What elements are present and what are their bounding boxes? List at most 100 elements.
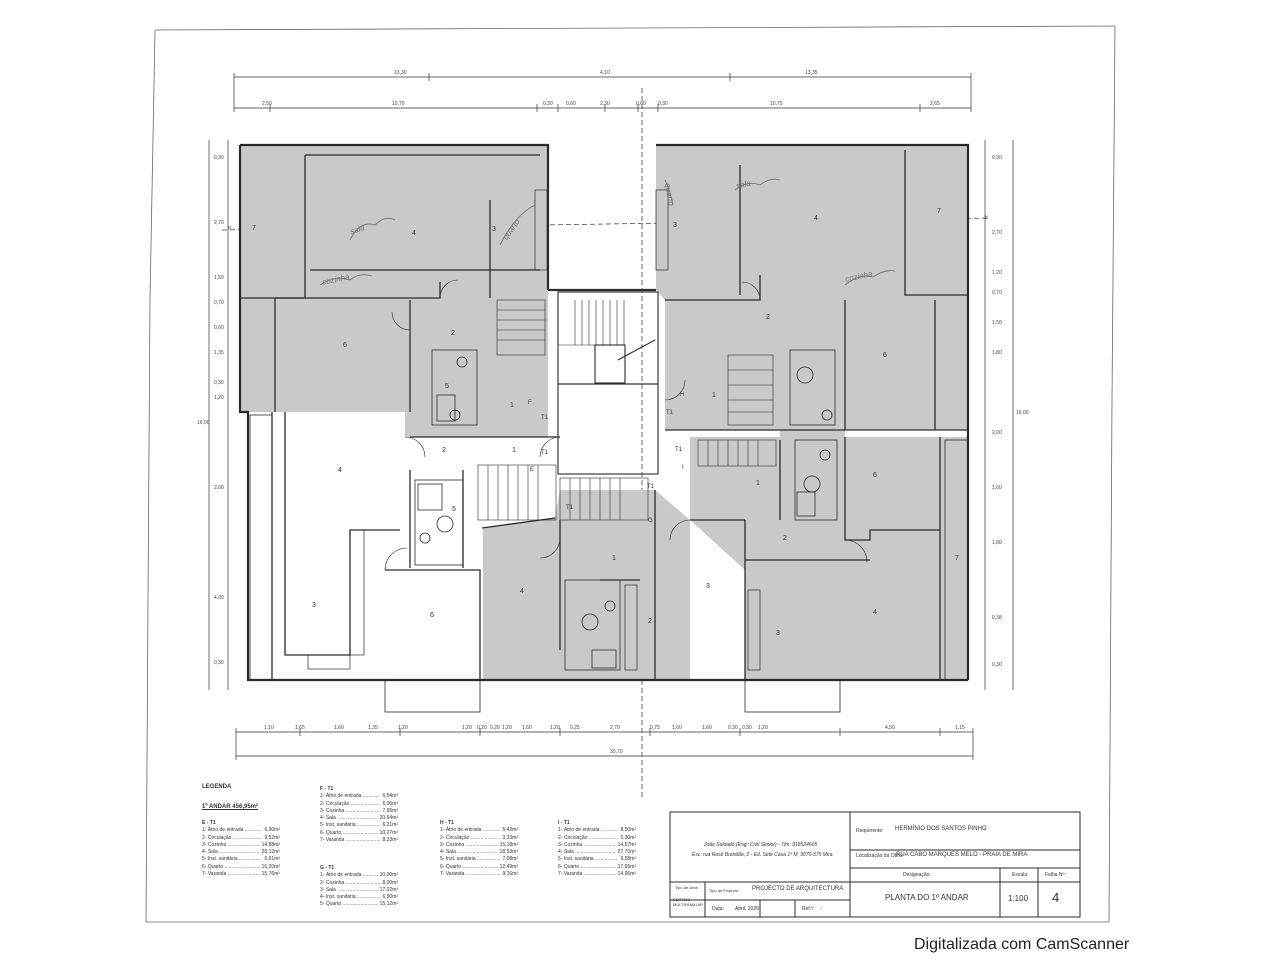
room-i-7: 7 xyxy=(955,555,959,562)
room-h-7: 7 xyxy=(937,208,941,215)
legend-block-title: G - T1 xyxy=(320,865,335,871)
dim-left-3: 0,70 xyxy=(214,300,224,306)
dim-right-3: 0,70 xyxy=(992,290,1002,296)
legend-item-name: 1- Átrio de entrada xyxy=(202,827,262,834)
legend-item-name: 2- Circulação xyxy=(202,835,262,842)
legend-row: 4- Sala18,53m² xyxy=(440,849,518,856)
dim-top-seg-2: 0,30 xyxy=(543,101,553,107)
legend-row: 2- Circulação6,06m² xyxy=(320,801,398,808)
legend-item-value: 5,42m² xyxy=(502,827,518,834)
legend-item-value: 7,08m² xyxy=(502,856,518,863)
legend-row: 6- Quarto10,27m² xyxy=(320,830,398,837)
scanner-watermark: Digitalizada com CamScanner xyxy=(914,936,1130,953)
room-f-5: 5 xyxy=(445,383,449,390)
apartment-shading xyxy=(240,145,968,680)
legend-block-h: H - T1 1- Átrio de entrada5,42m² 2- Circ… xyxy=(440,820,518,878)
cut-label-a: a xyxy=(228,225,231,231)
dim-bottom-seg-19: 4,50 xyxy=(885,725,895,731)
dim-bottom-seg-9: 1,60 xyxy=(522,725,532,731)
legend-item-name: 4- Inst. sanitária xyxy=(320,894,380,901)
legend-item-name: 5- Inst. sanitária xyxy=(440,856,500,863)
legend-item-name: 6- Quarto xyxy=(440,864,498,871)
date-label: Data: xyxy=(712,906,724,912)
scale-value: 1:100 xyxy=(1008,894,1029,903)
dim-top-total-0: 13,30 xyxy=(394,70,407,76)
legend-item-value: 6,61m² xyxy=(264,856,280,863)
dim-left-9: 4,00 xyxy=(214,595,224,601)
legend-title: LEGENDA xyxy=(202,784,232,790)
dim-left-7: 1,20 xyxy=(214,395,224,401)
unit-stairs xyxy=(477,299,777,521)
unit-marker-e: E xyxy=(530,467,535,473)
legend-row: 6- Quarto16,20m² xyxy=(202,864,280,871)
unit-marker-h: H xyxy=(680,392,685,398)
legend-row: 4- Inst. sanitária6,90m² xyxy=(320,894,398,901)
legend-item-name: 7- Varanda xyxy=(440,871,500,878)
client-label: Requerente: xyxy=(856,828,884,834)
dim-bottom-seg-2: 1,60 xyxy=(334,725,344,731)
room-i-1: 1 xyxy=(756,480,760,487)
room-f-3: 3 xyxy=(492,226,496,233)
legend-block-g: G - T1 1- Átrio de entrada10,00m² 2- Coz… xyxy=(320,865,398,909)
room-e-6: 6 xyxy=(430,612,434,619)
dim-bottom-seg-11: 0,25 xyxy=(570,725,580,731)
room-h-2: 2 xyxy=(766,314,770,321)
legend-item-name: 1- Átrio de entrada xyxy=(440,827,500,834)
legend-block-title: F - T1 xyxy=(320,786,334,792)
dim-bottom-seg-20: 1,15 xyxy=(955,725,965,731)
legend-item-value: 6,21m² xyxy=(382,822,398,829)
dim-left-6: 0,30 xyxy=(214,380,224,386)
location-value: RUA CABO MARQUES MELO - PRAIA DE MIRA xyxy=(896,852,1028,858)
legend-item-value: 6,54m² xyxy=(382,793,398,800)
legend-row: 1- Átrio de entrada6,54m² xyxy=(320,793,398,800)
legend-subtitle: 1º ANDAR 456,95m² xyxy=(202,804,258,810)
legend-row: 7- Varanda9,16m² xyxy=(440,871,518,878)
room-h-4: 4 xyxy=(814,215,818,222)
legend-block-i: I - T1 1- Átrio de entrada8,50m² 2- Circ… xyxy=(558,820,636,878)
unit-h-shade xyxy=(656,145,968,437)
dim-top-seg-3: 0,60 xyxy=(566,101,576,107)
legend-row: 3- Cozinha15,18m² xyxy=(440,842,518,849)
legend-row: 1- Átrio de entrada8,50m² xyxy=(558,827,636,834)
legend-row: 5- Quarto15,12m² xyxy=(320,901,398,908)
room-f-6: 6 xyxy=(343,342,347,349)
legend-item-value: 7,95m² xyxy=(382,807,398,814)
legend-item-value: 20,64m² xyxy=(379,815,398,822)
legend-item-value: 17,65m² xyxy=(617,863,636,870)
dim-left-2: 1,50 xyxy=(214,275,224,281)
legend-item-name: 4- Sala xyxy=(440,849,498,856)
legend-item-value: 14,96m² xyxy=(617,871,636,878)
work-type-value: EDIFÍCIO MULTIFAMILIAR xyxy=(673,897,703,907)
legend-row: 7- Varanda8,33m² xyxy=(320,837,398,844)
dim-left-8: 2,00 xyxy=(214,485,224,491)
unit-marker-g: G xyxy=(648,518,653,524)
legend-item-value: 27,70m² xyxy=(617,849,636,856)
dim-top-seg-5: 0,60 xyxy=(636,101,646,107)
legend-item-value: 10,27m² xyxy=(379,829,398,836)
legend-row: 3- Cozinha14,57m² xyxy=(558,842,636,849)
dim-top-total-2: 13,35 xyxy=(805,70,818,76)
room-f-7: 7 xyxy=(252,225,256,232)
type-tag-2: T1 xyxy=(647,484,655,490)
type-tag-1: T1 xyxy=(541,450,549,456)
legend-item-name: 2- Circulação xyxy=(440,835,500,842)
legend-item-value: 8,33m² xyxy=(382,837,398,844)
legend-item-name: 1- Átrio de entrada xyxy=(558,827,618,834)
legend-item-name: 5- Quarto xyxy=(320,901,378,908)
dim-bottom-seg-5: 1,20 xyxy=(462,725,472,731)
legend-row: 1- Átrio de entrada5,42m² xyxy=(440,827,518,834)
legend-item-value: 6,90m² xyxy=(264,827,280,834)
cut-label-b: b xyxy=(985,215,988,221)
dim-left-1: 2,70 xyxy=(214,220,224,226)
legend-row: 4- Sala27,70m² xyxy=(558,849,636,856)
dim-top-seg-7: 10,75 xyxy=(770,101,783,107)
legend-row: 7- Varanda14,96m² xyxy=(558,871,636,878)
unit-marker-f: F xyxy=(528,400,532,406)
location-label: Localização da Obra: xyxy=(856,853,904,859)
room-e-3: 3 xyxy=(312,602,316,609)
legend-item-name: 2- Cozinha xyxy=(320,880,380,887)
legend-row: 3- Cozinha14,88m² xyxy=(202,842,280,849)
scale-label: Escala: xyxy=(1012,872,1029,878)
legend-row: 6- Quarto17,65m² xyxy=(558,864,636,871)
